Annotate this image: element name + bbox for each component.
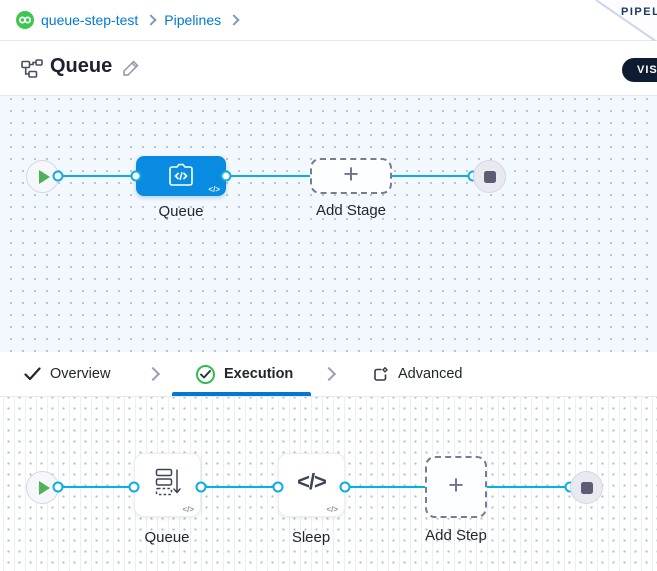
connector-port[interactable] [339,481,351,493]
stop-icon [580,481,593,494]
ribbon-label: PIPELINE STUDIO [621,6,657,18]
page-title: Queue [50,55,113,77]
active-tab-indicator [172,392,311,396]
step-node-sleep[interactable]: </> </> [278,453,345,517]
check-circle-icon [196,364,215,384]
stage-node-queue[interactable]: </> [136,156,226,196]
connector-port[interactable] [52,170,64,182]
breadcrumb-pipelines-link[interactable]: Pipelines [164,12,222,28]
add-stage-label: Add Stage [315,202,387,219]
execution-canvas[interactable]: </> Queue </> </> Sleep + Add Step [0,397,657,571]
add-step-button[interactable]: + [425,456,487,518]
stage-tab-bar: Overview Execution Advanced [0,352,657,397]
check-icon [24,367,41,381]
stage-label: Queue [158,203,204,220]
stage-connector-line [58,175,473,177]
code-step-icon: </> [297,469,327,494]
connector-port[interactable] [272,481,284,493]
pipeline-graph-icon [21,59,43,83]
visual-yaml-toggle[interactable]: VISUAL [622,58,657,82]
tab-execution[interactable]: Execution [196,352,293,396]
tab-overview-label: Overview [50,366,111,382]
connector-port[interactable] [195,481,207,493]
execution-end-node[interactable] [570,471,603,504]
tab-advanced[interactable]: Advanced [372,352,463,396]
add-step-label: Add Step [425,527,487,544]
connector-port[interactable] [130,170,142,182]
connector-port[interactable] [128,481,140,493]
breadcrumb-bar: queue-step-test Pipelines PIPELINE STUDI… [0,0,657,42]
add-stage-button[interactable]: + [310,158,392,194]
stop-icon [483,170,496,183]
connector-port[interactable] [220,170,232,182]
plus-icon: + [343,159,359,189]
breadcrumb: queue-step-test Pipelines [16,11,240,29]
step-yaml-badge: </> [326,505,338,514]
stage-yaml-badge: </> [208,185,220,194]
connector-port[interactable] [52,481,64,493]
play-icon [39,169,50,184]
plus-icon: + [448,470,464,500]
edit-pencil-icon[interactable] [121,58,141,83]
step-yaml-badge: </> [182,505,194,514]
stage-canvas[interactable]: </> Queue + Add Stage [0,96,657,352]
tab-overview[interactable]: Overview [24,352,110,396]
pipeline-title-bar: Queue VISUAL [0,41,657,96]
step-node-queue[interactable]: </> [134,453,201,517]
pipeline-studio-ribbon: PIPELINE STUDIO [570,0,657,42]
tab-advanced-label: Advanced [398,366,463,382]
step-label: Sleep [291,529,331,546]
harness-project-icon [16,11,34,29]
tab-execution-label: Execution [224,366,294,382]
advanced-settings-icon [374,366,388,381]
step-label: Queue [144,529,190,546]
chevron-right-icon [321,366,337,382]
play-icon [39,480,50,495]
breadcrumb-project-link[interactable]: queue-step-test [41,12,139,28]
custom-stage-icon [166,163,196,189]
chevron-right-icon [145,366,161,382]
chevron-right-icon [145,14,157,26]
chevron-right-icon [228,14,240,26]
queue-step-icon [155,468,181,496]
pipeline-end-node[interactable] [473,160,506,193]
